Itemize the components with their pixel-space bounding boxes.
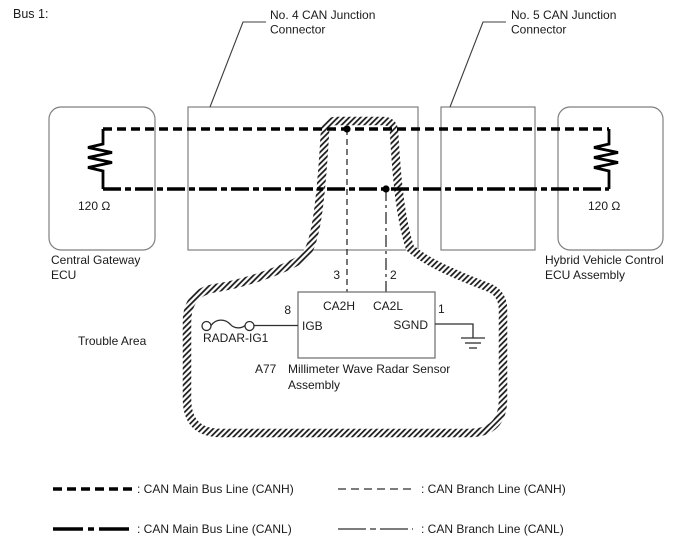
no5-junction-connector-box — [440, 106, 536, 251]
central-gateway-name-line2: ECU — [51, 268, 76, 282]
no5-callout-label-line2: Connector — [511, 23, 566, 37]
trouble-area-outline — [182, 116, 508, 438]
bus-title: Bus 1: — [13, 7, 48, 21]
central-gateway-name-line1: Central Gateway — [51, 253, 140, 267]
pin-number-sgnd: 1 — [438, 302, 445, 316]
pin-label-igb: IGB — [302, 319, 323, 333]
pin-label-ca2l: CA2L — [373, 299, 403, 313]
legend-branch-canh-label: : CAN Branch Line (CANH) — [421, 482, 566, 496]
central-gateway-resistor-value: 120 Ω — [78, 199, 110, 213]
no4-junction-connector-box — [187, 106, 419, 251]
pin-number-igb: 8 — [284, 303, 291, 317]
canh-junction-dot — [343, 125, 351, 133]
radar-sensor-code: A77 — [255, 362, 277, 376]
no4-callout-line — [209, 21, 266, 108]
ground-icon — [461, 337, 485, 349]
hybrid-vehicle-name-line2: ECU Assembly — [545, 268, 625, 282]
legend: : CAN Main Bus Line (CANH) : CAN Main Bu… — [53, 482, 566, 536]
radar-sensor-name-line2: Assembly — [288, 378, 340, 392]
central-gateway-ecu-box — [48, 106, 156, 251]
legend-branch-canl-label: : CAN Branch Line (CANL) — [421, 522, 564, 536]
trouble-area-label: Trouble Area — [78, 334, 147, 348]
radar-ig1-label: RADAR-IG1 — [203, 331, 269, 345]
sgnd-pin-wire — [435, 323, 474, 338]
pin-label-ca2h: CA2H — [323, 299, 355, 313]
legend-main-canl-label: : CAN Main Bus Line (CANL) — [137, 522, 292, 536]
no5-callout-line — [449, 21, 506, 108]
canl-junction-dot — [382, 185, 390, 193]
no4-callout-label-line2: Connector — [270, 23, 325, 37]
radar-sensor-name-line1: Millimeter Wave Radar Sensor — [288, 362, 450, 376]
pin-label-sgnd: SGND — [393, 318, 428, 332]
legend-main-canh-label: : CAN Main Bus Line (CANH) — [137, 482, 294, 496]
no4-callout-label-line1: No. 4 CAN Junction — [270, 8, 375, 22]
pin-number-ca2l: 2 — [390, 268, 397, 282]
hybrid-vehicle-resistor — [593, 129, 619, 189]
hybrid-vehicle-resistor-value: 120 Ω — [588, 199, 620, 213]
hybrid-vehicle-ecu-box — [557, 106, 664, 251]
no5-callout-label-line1: No. 5 CAN Junction — [511, 8, 616, 22]
pin-number-ca2h: 3 — [333, 268, 340, 282]
central-gateway-resistor — [87, 129, 113, 189]
hybrid-vehicle-name-line1: Hybrid Vehicle Control — [545, 253, 664, 267]
